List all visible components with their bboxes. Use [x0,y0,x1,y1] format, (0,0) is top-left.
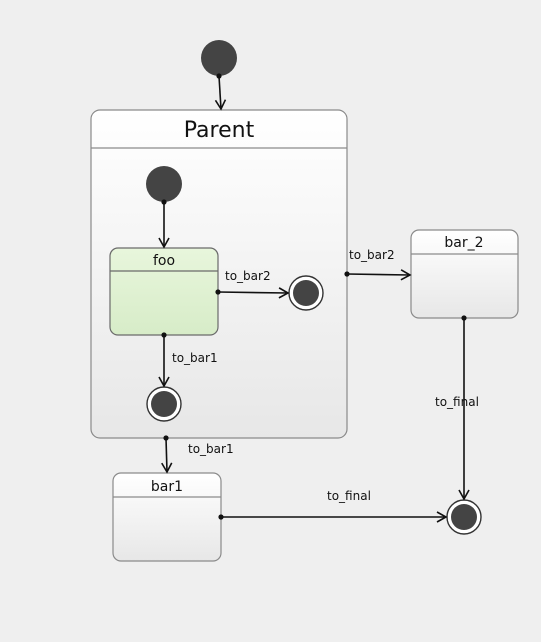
transition-parent-to-bar1[interactable]: to_bar1 [161,435,234,474]
state-bar1-title: bar1 [151,479,183,495]
label-foo-to-bar1: to_bar1 [172,351,218,365]
state-foo-title: foo [153,253,175,269]
state-foo[interactable]: foo [109,247,219,336]
transition-bar1-to-final[interactable]: to_final [218,489,448,523]
final-node-global[interactable] [446,499,482,535]
label-foo-to-bar2: to_bar2 [225,269,271,283]
transition-initial-to-foo[interactable] [158,199,170,249]
label-bar2-to-final: to_final [435,395,479,409]
state-bar-2[interactable]: bar_2 [410,229,519,319]
transition-foo-to-bar2[interactable]: to_bar2 [215,269,290,299]
state-bar1[interactable]: bar1 [112,472,222,562]
final-node-parent[interactable] [288,275,324,311]
state-bar-2-title: bar_2 [444,235,483,251]
state-parent-title: Parent [184,118,255,143]
transition-bar2-to-final[interactable]: to_final [435,315,479,501]
initial-node-parent[interactable] [146,166,182,202]
transition-foo-to-bar1[interactable]: to_bar1 [158,332,218,388]
label-bar1-to-final: to_final [327,489,371,503]
transition-initial-to-parent[interactable] [214,73,227,111]
final-node-foo[interactable] [146,386,182,422]
label-parent-to-bar1: to_bar1 [188,442,234,456]
label-parent-to-bar2: to_bar2 [349,248,395,262]
initial-node-top[interactable] [201,40,237,76]
transition-parent-to-bar2[interactable]: to_bar2 [344,248,412,281]
